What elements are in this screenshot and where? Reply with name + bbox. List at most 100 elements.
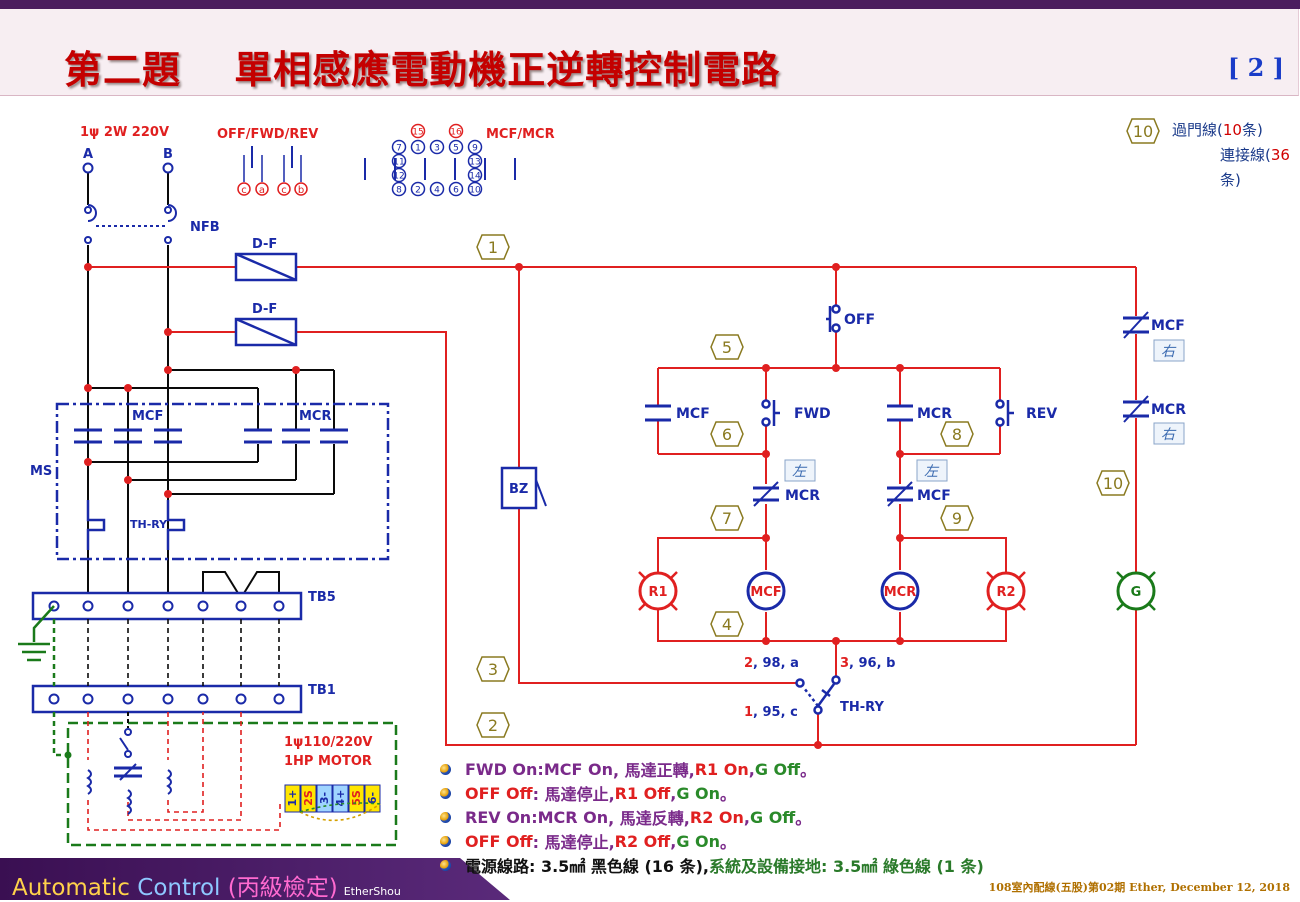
note-text: , xyxy=(748,759,755,779)
svg-text:10: 10 xyxy=(1103,474,1123,493)
note-text: : xyxy=(531,807,538,827)
rev-button[interactable] xyxy=(995,399,1015,427)
relay-pin-label: 15 xyxy=(412,128,423,138)
pushbutton-pinout-title: OFF/FWD/REV xyxy=(217,127,318,142)
motor-wiring xyxy=(87,712,281,831)
note-text: FWD On xyxy=(465,759,538,779)
left-tag-2: 左 xyxy=(916,459,948,482)
operation-notes: FWD On : MCF On, 馬達正轉, R1 On, G Off。OFF … xyxy=(440,757,984,877)
bullet-icon xyxy=(440,811,451,823)
motor-terminal-label: 6- xyxy=(366,792,379,804)
mcr-hold-label: MCR xyxy=(917,406,952,422)
relay-pin-label: 11 xyxy=(393,158,404,168)
g-mcf-label: MCF xyxy=(1151,318,1185,334)
svg-text:3: 3 xyxy=(488,660,498,679)
fuse-2-label: D-F xyxy=(252,302,277,317)
bullet-icon xyxy=(440,787,451,799)
relay-pin-label: 5 xyxy=(453,144,459,154)
note-text: : xyxy=(537,759,544,779)
tb5-screw xyxy=(162,600,174,612)
off-button[interactable] xyxy=(826,304,841,333)
page-number: [ 2 ] xyxy=(1227,53,1284,82)
g-mcf-contact xyxy=(1123,311,1149,339)
bullet-icon xyxy=(440,763,451,775)
fwd-button[interactable] xyxy=(761,399,781,427)
relay-pinout-title: MCF/MCR xyxy=(486,127,555,142)
wire-number-badge: 4 xyxy=(710,611,744,637)
wire-number-badge: 9 xyxy=(940,505,974,531)
thry-contact-c: 1, 95, c xyxy=(744,705,798,720)
tb1-screw xyxy=(122,693,134,705)
g-mcr-contact xyxy=(1123,395,1149,423)
svg-text:左: 左 xyxy=(924,464,940,480)
lamp-g: G xyxy=(1116,571,1156,611)
motor-terminal xyxy=(300,784,317,813)
tb1-screw xyxy=(235,693,247,705)
note-text: , xyxy=(743,807,750,827)
note-text: 。 xyxy=(720,785,737,804)
note-text: R2 Off xyxy=(614,831,671,851)
note-item: REV On : MCR On, 馬達反轉, R2 On, G Off。 xyxy=(440,805,984,829)
buzzer-label: BZ xyxy=(509,482,528,497)
svg-text:6: 6 xyxy=(722,425,732,444)
footer-brand: Automatic Control (丙級檢定)EtherShou xyxy=(12,868,401,902)
relay-pin-label: 16 xyxy=(450,128,462,138)
note-text: : 馬達停止, xyxy=(532,833,615,852)
left-tag-1: 左 xyxy=(784,459,816,482)
motor-terminal-label: 5S xyxy=(350,790,363,806)
right-tag-2: 右 xyxy=(1153,422,1185,445)
note-text: 系統及設備接地: 3.5㎟ 綠色線 (1 条) xyxy=(709,857,984,876)
tb1-screw xyxy=(162,693,174,705)
g-mcr-label: MCR xyxy=(1151,402,1186,418)
relay-pin-label: 4 xyxy=(434,186,440,196)
note-text: , 馬達反轉, xyxy=(608,809,690,828)
note-text: 。 xyxy=(720,833,737,852)
note-item: 電源線路: 3.5㎟ 黑色線 (16 条), 系統及設備接地: 3.5㎟ 綠色線… xyxy=(440,853,984,877)
nfb-label: NFB xyxy=(190,220,220,235)
note-text: G On xyxy=(676,831,721,851)
mcr-interlock-label: MCR xyxy=(785,488,820,504)
relay-pin-label: 6 xyxy=(453,186,459,196)
tb1-label: TB1 xyxy=(308,683,336,698)
tb5-screw xyxy=(197,600,209,612)
relay-pin xyxy=(448,181,464,197)
right-tag-1: 右 xyxy=(1153,339,1185,362)
tb5-screw xyxy=(122,600,134,612)
note-text: REV On xyxy=(465,807,532,827)
tb1-screw xyxy=(48,693,60,705)
mcf-hold-label: MCF xyxy=(676,406,710,422)
relay-pin xyxy=(429,139,445,155)
motor-terminal xyxy=(348,784,365,813)
phase-a-label: A xyxy=(83,147,93,162)
note-text: R2 On xyxy=(689,807,744,827)
note-text: MCF On xyxy=(543,759,613,779)
bullet-icon xyxy=(440,859,451,871)
motor-terminal-label: 3- xyxy=(318,792,331,804)
note-text: 電源線路: 3.5㎟ 黑色線 (16 条), xyxy=(465,857,709,876)
note-text: MCR On xyxy=(537,807,609,827)
wire-number-badge: 7 xyxy=(710,505,744,531)
wire-number-badge: 6 xyxy=(710,421,744,447)
relay-pin-label: 13 xyxy=(469,158,480,168)
svg-text:10: 10 xyxy=(1133,122,1153,141)
wire-number-badge: 5 xyxy=(710,334,744,360)
junction-dots xyxy=(84,263,904,749)
note-text: , xyxy=(670,831,677,851)
relay-pin xyxy=(391,139,407,155)
thry-contact-a: 2, 98, a xyxy=(744,656,799,671)
supply-label: 1ψ 2W 220V xyxy=(80,125,169,140)
phase-b-label: B xyxy=(163,147,173,162)
mcf-interlock-label: MCF xyxy=(917,488,951,504)
swap-arrow-1 xyxy=(299,803,381,822)
svg-text:7: 7 xyxy=(722,509,732,528)
pushbutton-terminal-label: a xyxy=(259,185,265,196)
ms-mcf-label: MCF xyxy=(132,409,163,424)
footer-band xyxy=(0,858,510,900)
svg-text:R2: R2 xyxy=(996,585,1015,600)
note-text: G On xyxy=(676,783,721,803)
control-wires xyxy=(88,266,1137,746)
svg-text:R1: R1 xyxy=(648,585,667,600)
relay-pin-label: 7 xyxy=(396,144,402,154)
tb5-label: TB5 xyxy=(308,590,336,605)
note-text: 。 xyxy=(795,809,812,828)
